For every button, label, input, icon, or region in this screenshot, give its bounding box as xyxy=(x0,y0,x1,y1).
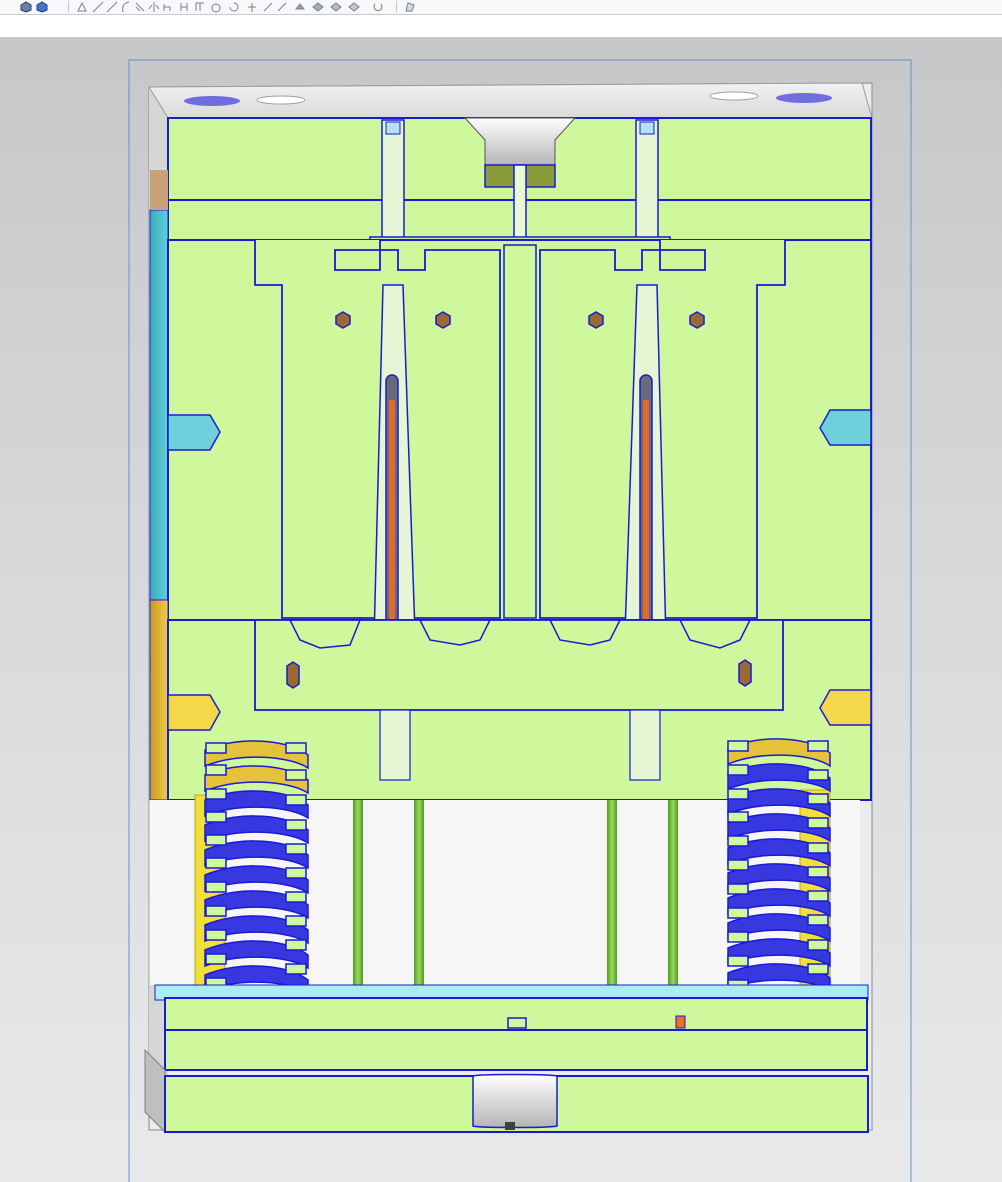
ejector-pin xyxy=(414,800,424,998)
top-bolt-hole xyxy=(776,93,832,103)
cavity-insert-right xyxy=(539,240,786,619)
hex-bolt xyxy=(435,311,451,329)
hex-bolt xyxy=(335,311,351,329)
sprue-channel xyxy=(513,164,527,241)
guide-bush-left-upper xyxy=(167,414,221,451)
extend-icon[interactable] xyxy=(210,0,222,13)
guide-bush-left-lower xyxy=(167,694,221,731)
ejector-pin xyxy=(668,800,678,998)
hole-icon[interactable] xyxy=(348,0,360,12)
top-toolbar xyxy=(0,0,1002,15)
spring-right xyxy=(727,738,831,1028)
ejector-stop-marker xyxy=(675,1015,686,1029)
properties-icon[interactable] xyxy=(404,0,416,12)
ejector-stop xyxy=(507,1017,527,1029)
top-bolt-hole xyxy=(709,91,759,101)
rotate-icon[interactable] xyxy=(162,0,174,12)
plate-side-brown xyxy=(150,170,168,210)
mirror-icon[interactable] xyxy=(148,0,160,12)
shaded-icon[interactable] xyxy=(36,0,48,13)
core-insert xyxy=(254,619,784,711)
guide-bush-right-upper xyxy=(819,409,872,446)
ejector-rod-bottom xyxy=(505,1122,515,1130)
nozzle-bore-right xyxy=(635,119,659,241)
wireframe-icon[interactable] xyxy=(76,0,88,12)
nozzle-bore-left xyxy=(381,119,405,241)
core-plate-side xyxy=(149,599,169,801)
arc-icon[interactable] xyxy=(106,0,118,13)
toolbar-separator xyxy=(68,1,69,12)
draft-icon[interactable] xyxy=(330,0,342,12)
nozzle-tip-right xyxy=(629,709,661,781)
heater-right xyxy=(643,400,649,770)
top-bolt-hole xyxy=(256,95,306,105)
shaded-edges-icon[interactable] xyxy=(20,0,32,13)
ejector-pin xyxy=(353,800,363,998)
fillet-icon[interactable] xyxy=(120,0,132,13)
hex-bolt xyxy=(286,661,300,689)
chamfer-icon[interactable] xyxy=(294,0,306,12)
hex-bolt xyxy=(689,311,705,329)
ejector-plate xyxy=(164,1029,868,1071)
hex-bolt xyxy=(738,659,752,687)
revolve-icon[interactable] xyxy=(372,0,384,12)
pattern-icon[interactable] xyxy=(246,0,258,12)
circle-icon[interactable] xyxy=(178,0,190,12)
shell-icon[interactable] xyxy=(312,0,324,12)
heater-left xyxy=(389,400,395,770)
center-block xyxy=(503,244,537,619)
guide-bush-right-lower xyxy=(819,689,872,726)
trim-icon[interactable] xyxy=(194,0,206,12)
plane-icon[interactable] xyxy=(228,0,240,12)
nozzle-tip-left xyxy=(379,709,411,781)
nozzle-cap-left xyxy=(385,121,401,135)
cavity-plate-side xyxy=(149,209,169,601)
part-profile xyxy=(289,619,751,649)
sweep-icon[interactable] xyxy=(276,0,288,12)
line-icon[interactable] xyxy=(92,0,104,13)
selection-frame xyxy=(128,59,912,1182)
refresh-icon[interactable] xyxy=(262,0,274,12)
offset-icon[interactable] xyxy=(134,0,146,12)
nozzle-cap-right xyxy=(639,121,655,135)
ejector-pin xyxy=(607,800,617,998)
cavity-insert-left xyxy=(254,240,501,619)
toolbar-separator xyxy=(396,1,397,12)
hex-bolt xyxy=(588,311,604,329)
ejector-rod-hole xyxy=(472,1073,558,1129)
top-bolt-hole xyxy=(184,96,240,106)
